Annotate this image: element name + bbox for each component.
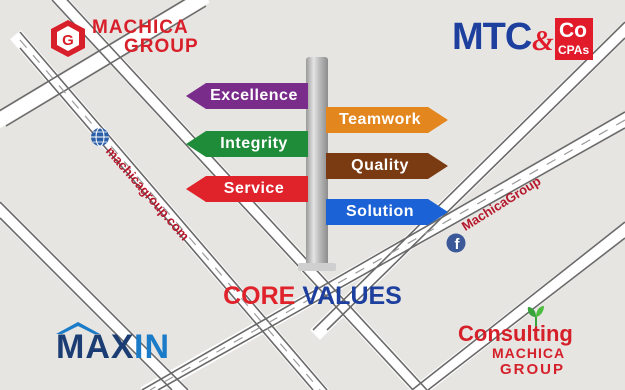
sign-excellence-label: Excellence bbox=[210, 87, 298, 104]
core-values-word1: CORE bbox=[223, 282, 296, 310]
facebook-icon: f bbox=[446, 233, 466, 253]
mtc-logo-main: MTC bbox=[452, 16, 532, 58]
svg-text:G: G bbox=[62, 32, 74, 49]
maxin-roof-icon bbox=[56, 322, 100, 334]
svg-text:f: f bbox=[455, 236, 461, 253]
maxin-logo-max: MAX bbox=[56, 328, 135, 366]
signpost-pole bbox=[298, 57, 336, 271]
maxin-logo: MAX IN bbox=[56, 322, 196, 368]
sign-teamwork: Teamwork bbox=[326, 107, 448, 133]
sign-solution-label: Solution bbox=[346, 203, 414, 220]
core-values-word2: VALUES bbox=[302, 282, 402, 310]
machica-group-logo-line2: GROUP bbox=[124, 36, 199, 57]
sign-teamwork-label: Teamwork bbox=[339, 111, 421, 128]
sign-integrity: Integrity bbox=[186, 131, 308, 157]
maxin-logo-in: IN bbox=[134, 328, 170, 366]
mtc-logo-ampersand: & bbox=[532, 26, 554, 57]
consulting-logo-line2: MACHICA bbox=[492, 345, 566, 361]
core-values-title: CORE VALUES bbox=[0, 282, 625, 311]
sign-excellence: Excellence bbox=[186, 83, 308, 109]
mtc-logo-co-box: Co CPAs bbox=[555, 18, 593, 60]
consulting-logo-line3: GROUP bbox=[500, 361, 566, 378]
machica-group-emblem-icon: G bbox=[51, 20, 85, 57]
consulting-logo-line1: Consulting bbox=[458, 321, 573, 346]
globe-icon bbox=[91, 127, 109, 147]
sign-service: Service bbox=[186, 176, 308, 202]
machica-group-logo-line1: MACHICA bbox=[92, 17, 189, 38]
sign-integrity-label: Integrity bbox=[220, 135, 288, 152]
leaf-sprout-icon bbox=[527, 306, 544, 329]
sign-quality-label: Quality bbox=[351, 157, 409, 174]
sign-solution: Solution bbox=[326, 199, 448, 225]
sign-service-label: Service bbox=[223, 180, 285, 197]
sign-quality: Quality bbox=[326, 153, 448, 179]
mtc-logo-co: Co bbox=[559, 19, 587, 42]
consulting-machica-group-logo: Consulting MACHICA GROUP bbox=[452, 305, 592, 383]
mtc-logo-cpas: CPAs bbox=[558, 43, 590, 57]
